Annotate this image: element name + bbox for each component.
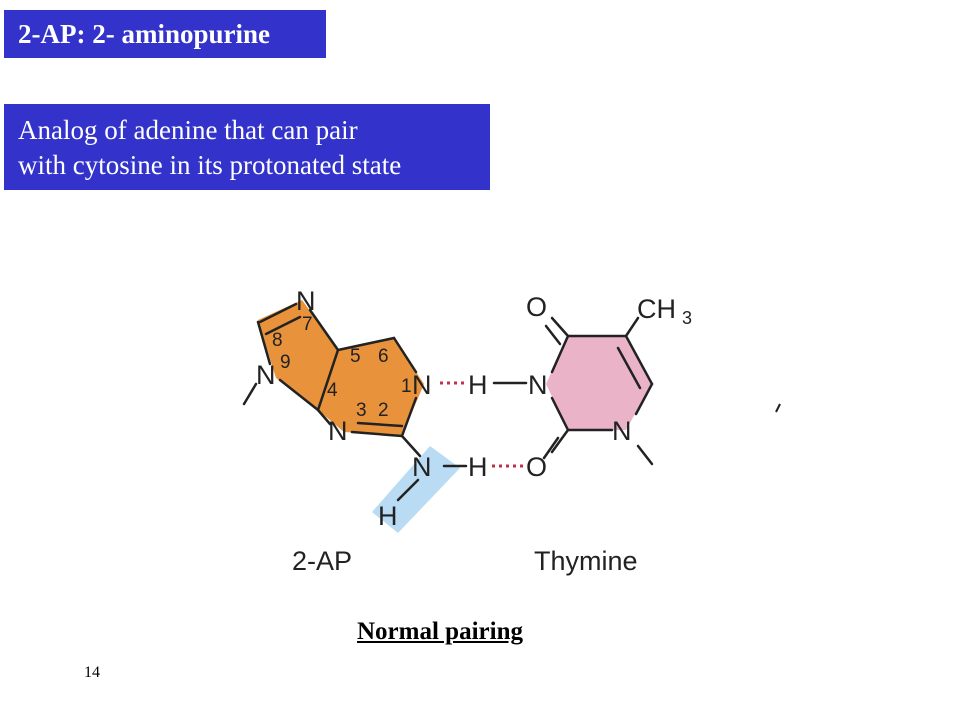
atom-o4: O [526,292,547,322]
ring-number-1: 1 [401,376,412,397]
atom-methyl-c: CH [637,294,676,324]
subtitle-line-1: Analog of adenine that can pair [18,115,358,145]
atom-amine-h2: H [378,501,398,531]
atom-thymine-n3: N [528,370,548,400]
molecule-label-2ap: 2-AP [292,546,352,576]
atom-amine-h1: H [468,452,488,482]
ring-number-9: 9 [280,352,291,373]
caption: Normal pairing [357,618,523,645]
atom-n1: N [412,370,432,400]
atom-methyl-subscript: 3 [682,308,692,328]
atom-n7: N [296,286,316,316]
slide-title: 2-AP: 2- aminopurine [4,10,326,58]
purine-six-ring [318,338,424,436]
subtitle-line-2: with cytosine in its protonated state [18,150,402,180]
hydrogen-bonds [440,381,524,468]
atom-n3: N [328,416,348,446]
ring-number-7: 7 [302,314,313,335]
atom-n9: N [256,360,276,390]
atom-amine-n: N [412,452,432,482]
ring-number-3: 3 [356,400,367,421]
edge-tick-mark [775,403,781,413]
atom-h3-h: H [468,370,488,400]
atom-o2: O [526,452,547,482]
slide-subtitle: Analog of adenine that can pair with cyt… [4,104,490,190]
molecule-2ap: N N N N N H H 7 8 9 5 6 4 1 3 2 2-AP [242,286,488,576]
ring-number-8: 8 [272,330,283,351]
molecule-thymine: O CH H N N O 3 Thymine [468,292,692,576]
ring-number-6: 6 [378,346,389,367]
ring-number-2: 2 [378,400,389,421]
ring-number-5: 5 [350,346,361,367]
ring-number-4: 4 [327,380,338,401]
atom-thymine-n1: N [612,416,632,446]
page-number: 14 [84,664,100,681]
amine-highlight [372,446,460,533]
molecule-label-thymine: Thymine [534,546,638,576]
